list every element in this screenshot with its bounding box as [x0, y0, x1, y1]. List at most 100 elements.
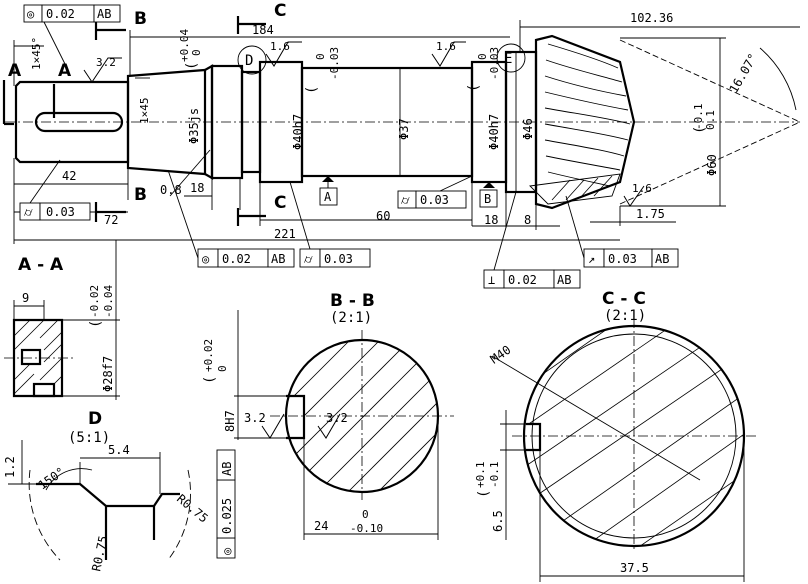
dim-24: 24 [314, 519, 328, 533]
dim-3-2-top: 3.2 [96, 56, 116, 69]
fcf-runout: ↗ 0.03 AB [565, 195, 679, 268]
section-c-c: C - C (2:1) M40 6.5 +0.1 -0.1 ( [474, 289, 756, 582]
tol-phi35-lower: 0 [190, 49, 203, 56]
dim-37-5: 37.5 [620, 561, 649, 575]
dim-1-2: 1.2 [3, 456, 17, 478]
dim-102-36: 102.36 [630, 11, 673, 25]
dim-1-6-a: 1.6 [270, 40, 290, 53]
dim-72: 72 [104, 213, 118, 227]
section-bb-keyway [286, 394, 306, 440]
dim-150-deg: 150° [36, 464, 68, 492]
dim-m40: M40 [488, 343, 514, 367]
dim-8H7: 8H7 [223, 410, 237, 432]
dim-1-75: 1.75 [636, 207, 665, 221]
fcf-runout-symbol: ↗ [588, 252, 595, 266]
fcf-mid-value: 0.03 [420, 193, 449, 207]
tol-h7b-upper: 0 [476, 53, 489, 60]
dim-6-5: 6.5 [491, 510, 505, 532]
fcf-left: ⌭ 0.03 [19, 159, 91, 221]
fcf-perp-symbol: ⊥ [488, 273, 495, 287]
dim-42: 42 [62, 169, 76, 183]
dim-1x45-top: 1×45° [30, 37, 43, 70]
fcf-runout-value: 0.03 [608, 252, 637, 266]
dim-phi28f7: Φ28f7 [101, 356, 115, 392]
tol-24-upper: 0 [362, 508, 369, 521]
shaft-main-view: D E [5, 34, 801, 210]
section-a-right: A [58, 61, 72, 81]
fcf-bottom-2-value: 0.03 [324, 252, 353, 266]
tol-h7b-lower: -0.03 [488, 47, 501, 80]
fcf-perp-value: 0.02 [508, 273, 537, 287]
dim-5-4: 5.4 [108, 443, 130, 457]
svg-text:(: ( [184, 62, 200, 70]
fcf-top-value: 0.02 [46, 7, 75, 21]
detail-circle-e [496, 43, 526, 73]
main-dimensions: 102.36 184 1×45° 3.2 1.6 1.6 1.6 1×45 Φ3… [13, 11, 800, 244]
datum-b: B [484, 192, 491, 206]
section-a-left: A [8, 61, 22, 81]
fcf-perp-ref: AB [557, 273, 571, 287]
section-cc-hatch [524, 326, 744, 546]
tol-f7-lower: -0.04 [102, 285, 115, 318]
dim-9: 9 [22, 291, 29, 305]
fcf-top-ref: AB [97, 7, 111, 21]
dim-1x45-side: 1×45 [138, 98, 151, 125]
fcf-vert-symbol: ◎ [220, 548, 234, 555]
tol-phi60-lower: 0.1 [704, 110, 717, 130]
section-aa-title: A - A [18, 255, 64, 275]
fcf-top: ◎ 0.02 AB [23, 4, 121, 71]
svg-text:(: ( [466, 84, 482, 92]
dim-184: 184 [252, 23, 274, 37]
svg-text:(: ( [202, 376, 218, 384]
dim-3-2-c: 3.2 [326, 411, 348, 425]
dim-18-b: 18 [484, 213, 498, 227]
detail-circle-d [237, 45, 267, 75]
dim-r075-a: R0.75 [89, 534, 110, 572]
fcf-mid: ⌭ 0.03 [397, 175, 473, 209]
section-b-b: B - B (2:1) 3.2 3.2 8H7 +0 [202, 291, 454, 540]
section-c-bottom: C [274, 193, 286, 213]
keyway-slot [34, 111, 124, 133]
fcf-perpendicularity: ⊥ 0.02 AB [483, 191, 581, 289]
tol-8H7-lower: 0 [216, 365, 229, 372]
section-markers: A A B B C C A B [2, 1, 498, 226]
pinion-gear [534, 34, 636, 210]
dim-8: 8 [524, 213, 531, 227]
section-aa-key [20, 348, 42, 366]
fcf-left-value: 0.03 [46, 205, 75, 219]
dim-phi60: Φ60 [705, 154, 719, 176]
datum-a: A [324, 190, 332, 204]
fcf-vert-value: 0.025 [220, 498, 234, 534]
tol-65-lower: -0.1 [488, 462, 501, 489]
detail-e-mark: E [504, 51, 512, 67]
section-bb-scale: (2:1) [330, 310, 372, 326]
tol-phi35-upper: +0.04 [178, 29, 191, 62]
section-c-top: C [274, 1, 286, 21]
tol-f7-upper: -0.02 [88, 285, 101, 318]
fcf-top-symbol: ◎ [27, 7, 34, 21]
section-aa-hatch [13, 319, 63, 395]
fcf-bottom-1: ◎ 0.02 AB [167, 169, 295, 268]
detail-d-mark: D [245, 53, 253, 69]
section-cc-scale: (2:1) [604, 308, 646, 324]
tol-h7a-lower: -0.03 [328, 47, 341, 80]
dim-18-a: 18 [190, 181, 204, 195]
section-bb-title: B - B [330, 291, 375, 311]
section-b-bottom: B [134, 185, 147, 205]
fcf-vert-ref: AB [220, 462, 234, 476]
fcf-bottom-1-ref: AB [271, 252, 285, 266]
svg-text:(: ( [88, 320, 104, 328]
tol-h7a-upper: 0 [314, 53, 327, 60]
fcf-runout-ref: AB [655, 252, 669, 266]
fcf-bottom-2-symbol: ⌭ [304, 252, 313, 266]
svg-text:(: ( [476, 490, 492, 498]
dim-16-deg: 16.07° [726, 51, 760, 96]
fcf-bottom-1-symbol: ◎ [202, 252, 209, 266]
fcf-vertical: ◎ 0.025 AB [216, 449, 236, 559]
dim-phi40h7-right: Φ40h7 [487, 114, 501, 150]
fcf-left-symbol: ⌭ [24, 205, 33, 219]
fcf-mid-symbol: ⌭ [401, 193, 410, 207]
detail-d-title: D [88, 409, 102, 429]
section-b-top: B [134, 9, 147, 29]
